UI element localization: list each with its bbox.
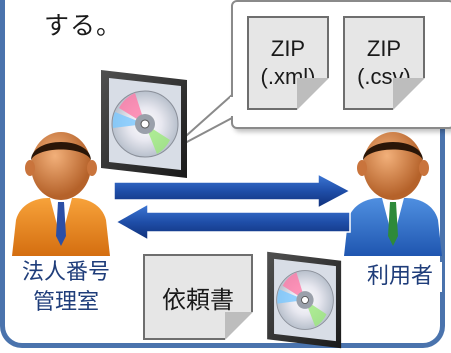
- cd-case-icon: [101, 70, 187, 178]
- request-doc-label: 依頼書: [162, 285, 234, 314]
- caption-text: する。: [44, 11, 123, 40]
- callout-bubble: ZIP (.xml) ZIP (.csv): [231, 0, 451, 129]
- person-icon: [12, 132, 110, 256]
- zip-csv-line1: ZIP: [366, 36, 402, 61]
- left-actor-line2: 管理室: [32, 290, 99, 315]
- zip-xml-file: ZIP (.xml): [247, 16, 329, 110]
- page-fold-icon: [297, 78, 329, 110]
- exchange-arrows: [113, 172, 352, 242]
- arrow-left-icon: [114, 202, 351, 242]
- left-actor-line1: 法人番号: [21, 260, 110, 285]
- arrow-right-icon: [113, 172, 352, 210]
- callout-pointer-joint: [230, 97, 235, 116]
- left-actor-label: 法人番号 管理室: [12, 258, 120, 318]
- person-icon: [344, 132, 442, 256]
- page-fold-icon: [393, 78, 425, 110]
- page-fold-icon: [225, 312, 253, 340]
- zip-xml-line1: ZIP: [270, 36, 306, 61]
- right-actor-label: 利用者: [358, 262, 442, 292]
- request-document: 依頼書: [143, 254, 253, 340]
- cd-case-icon: [267, 251, 342, 349]
- zip-csv-file: ZIP (.csv): [343, 16, 425, 110]
